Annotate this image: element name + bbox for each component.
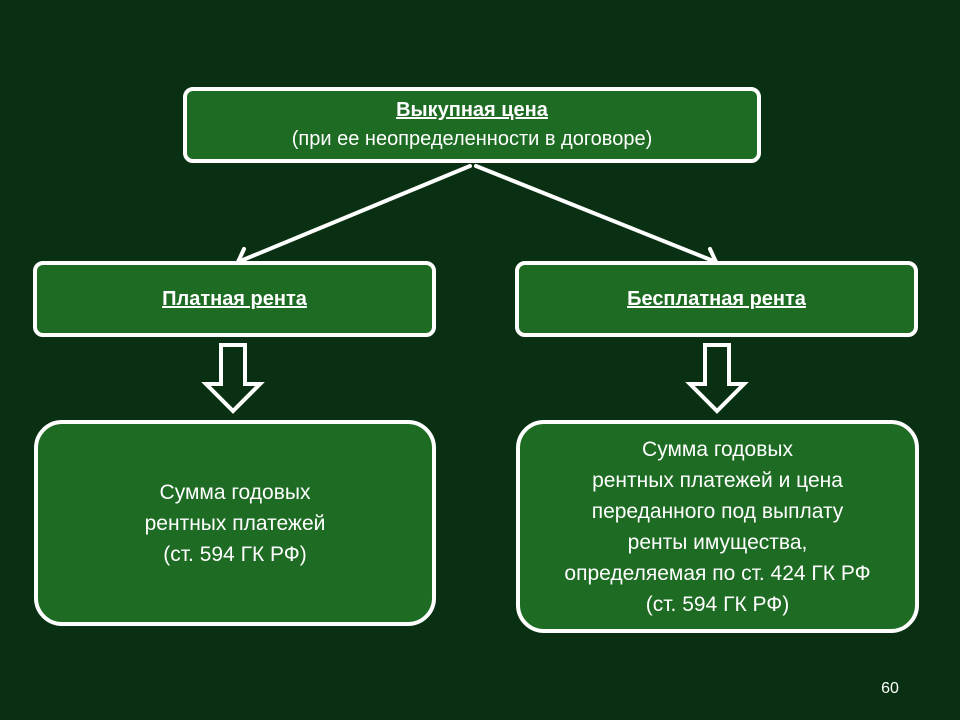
free-rent-result-line: Сумма годовых <box>642 437 793 461</box>
arrow-to-free-rent <box>474 164 718 264</box>
free-rent-result-line: рентных платежей и цена <box>592 468 843 492</box>
free-rent-result-box: Сумма годовых рентных платежей и цена пе… <box>516 420 919 633</box>
free-rent-result-line: определяемая по ст. 424 ГК РФ <box>564 561 871 585</box>
free-rent-result-line: ренты имущества, <box>627 530 808 554</box>
buyout-price-subtitle: (при ее неопределенности в договоре) <box>291 128 653 150</box>
free-rent-result-line: переданного под выплату <box>591 499 844 523</box>
paid-rent-result-box: Сумма годовых рентных платежей (ст. 594 … <box>34 420 436 626</box>
paid-rent-result-line: рентных платежей <box>144 511 326 535</box>
free-rent-result-line: (ст. 594 ГК РФ) <box>645 592 790 616</box>
page-number: 60 <box>881 680 899 697</box>
arrow-to-paid-rent <box>236 164 472 264</box>
buyout-price-box: Выкупная цена (при ее неопределенности в… <box>183 87 761 163</box>
paid-rent-result-line: Сумма годовых <box>159 480 311 504</box>
paid-rent-result-line: (ст. 594 ГК РФ) <box>163 542 307 566</box>
free-rent-box: Бесплатная рента <box>515 261 918 337</box>
paid-rent-heading: Платная рента <box>162 287 307 310</box>
buyout-price-title: Выкупная цена <box>396 99 548 121</box>
block-arrow-down-left <box>201 343 265 414</box>
free-rent-heading: Бесплатная рента <box>627 287 806 310</box>
paid-rent-box: Платная рента <box>33 261 436 337</box>
block-arrow-down-right <box>685 343 749 414</box>
